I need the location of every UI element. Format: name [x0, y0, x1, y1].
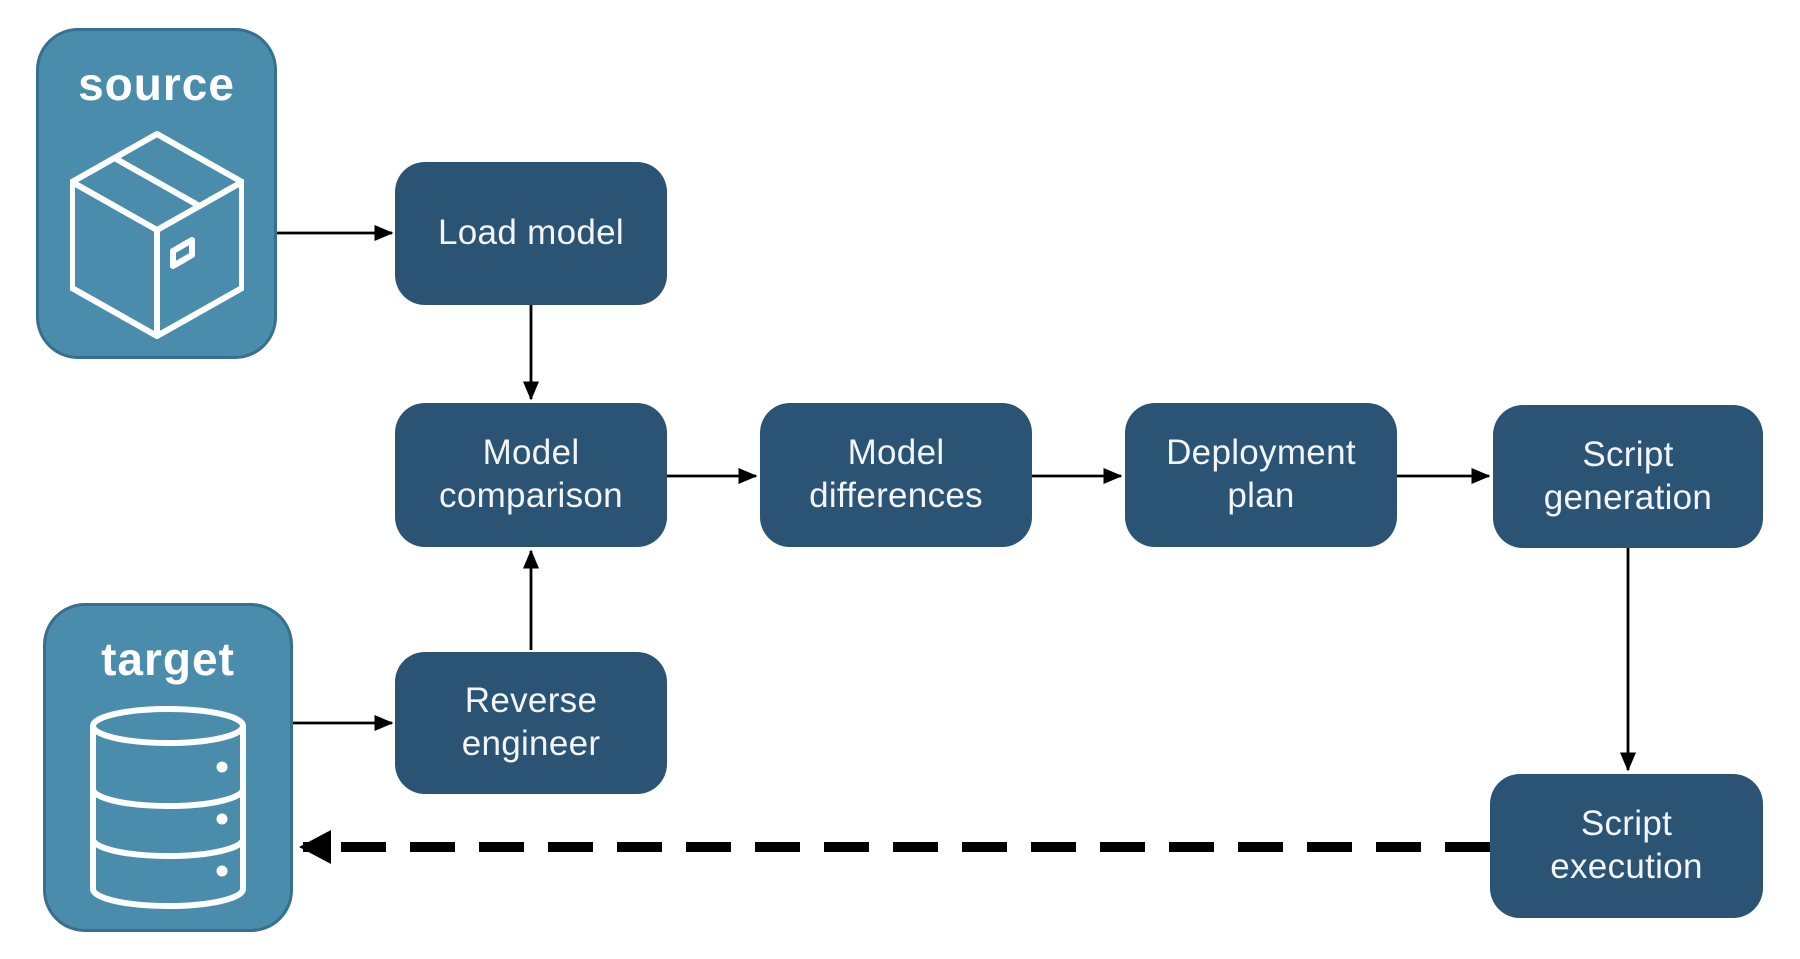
endpoint-target-label: target	[101, 633, 235, 685]
node-reverse-engineer-label: Reverse engineer	[461, 681, 601, 763]
node-script-generation: Script generation	[1493, 405, 1763, 548]
node-script-execution-label: Script execution	[1550, 804, 1703, 886]
endpoint-source: source	[36, 28, 277, 359]
node-load-model: Load model	[395, 162, 667, 305]
node-reverse-engineer: Reverse engineer	[395, 652, 667, 794]
package-icon	[39, 111, 274, 356]
database-icon	[46, 686, 290, 929]
node-model-differences: Model differences	[760, 403, 1032, 547]
node-model-comparison-label: Model comparison	[439, 433, 623, 515]
endpoint-target: target	[43, 603, 293, 932]
node-deployment-plan: Deployment plan	[1125, 403, 1397, 547]
node-load-model-label: Load model	[438, 213, 624, 253]
node-script-generation-label: Script generation	[1543, 434, 1713, 517]
node-model-differences-label: Model differences	[809, 433, 983, 515]
endpoint-source-label: source	[78, 58, 235, 110]
node-script-execution: Script execution	[1490, 774, 1763, 918]
node-model-comparison: Model comparison	[395, 403, 667, 547]
node-deployment-plan-label: Deployment plan	[1166, 433, 1356, 515]
